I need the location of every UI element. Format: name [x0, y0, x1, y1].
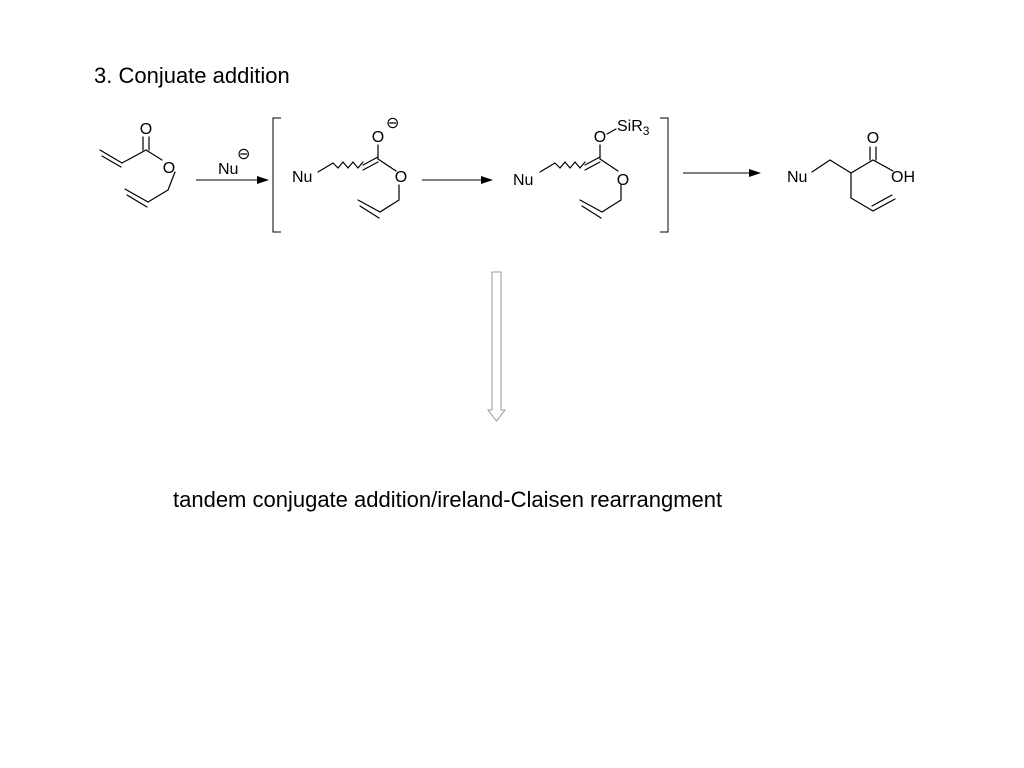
allyl-acrylate-structure: O O: [99, 121, 176, 208]
ketene-acetal-ester-oxygen-label: O: [617, 172, 629, 189]
silyl-ketene-acetal-intermediate: Nu O SiR3 O: [513, 118, 650, 219]
silyl-group-label: SiR3: [617, 118, 650, 138]
carboxylic-acid-product: Nu O OH: [787, 130, 915, 212]
enolate-oxygen-label: O: [372, 129, 384, 146]
reaction-caption: tandem conjugate addition/ireland-Claise…: [173, 487, 723, 512]
product-carbonyl-oxygen-label: O: [867, 130, 879, 147]
hollow-down-arrow: [486, 271, 507, 422]
enolate-charge: ⊖: [386, 115, 399, 132]
nucleophile-label: Nu: [218, 161, 238, 178]
right-bracket: [660, 117, 669, 233]
carbonyl-oxygen-label: O: [140, 121, 152, 138]
enolate-ester-oxygen-label: O: [395, 169, 407, 186]
enolate-intermediate: Nu O ⊖ O: [292, 115, 407, 219]
nucleophile-charge: ⊖: [237, 146, 250, 163]
left-bracket: [272, 117, 281, 233]
ketene-acetal-nu-label: Nu: [513, 172, 533, 189]
enolate-nu-label: Nu: [292, 169, 312, 186]
slide-title: 3. Conjuate addition: [94, 63, 290, 88]
product-hydroxyl-label: OH: [891, 169, 915, 186]
product-nu-label: Nu: [787, 169, 807, 186]
ester-oxygen-label: O: [163, 160, 175, 177]
nucleophile-arrow: Nu ⊖: [196, 146, 269, 184]
silyl-oxygen-label: O: [594, 129, 606, 146]
